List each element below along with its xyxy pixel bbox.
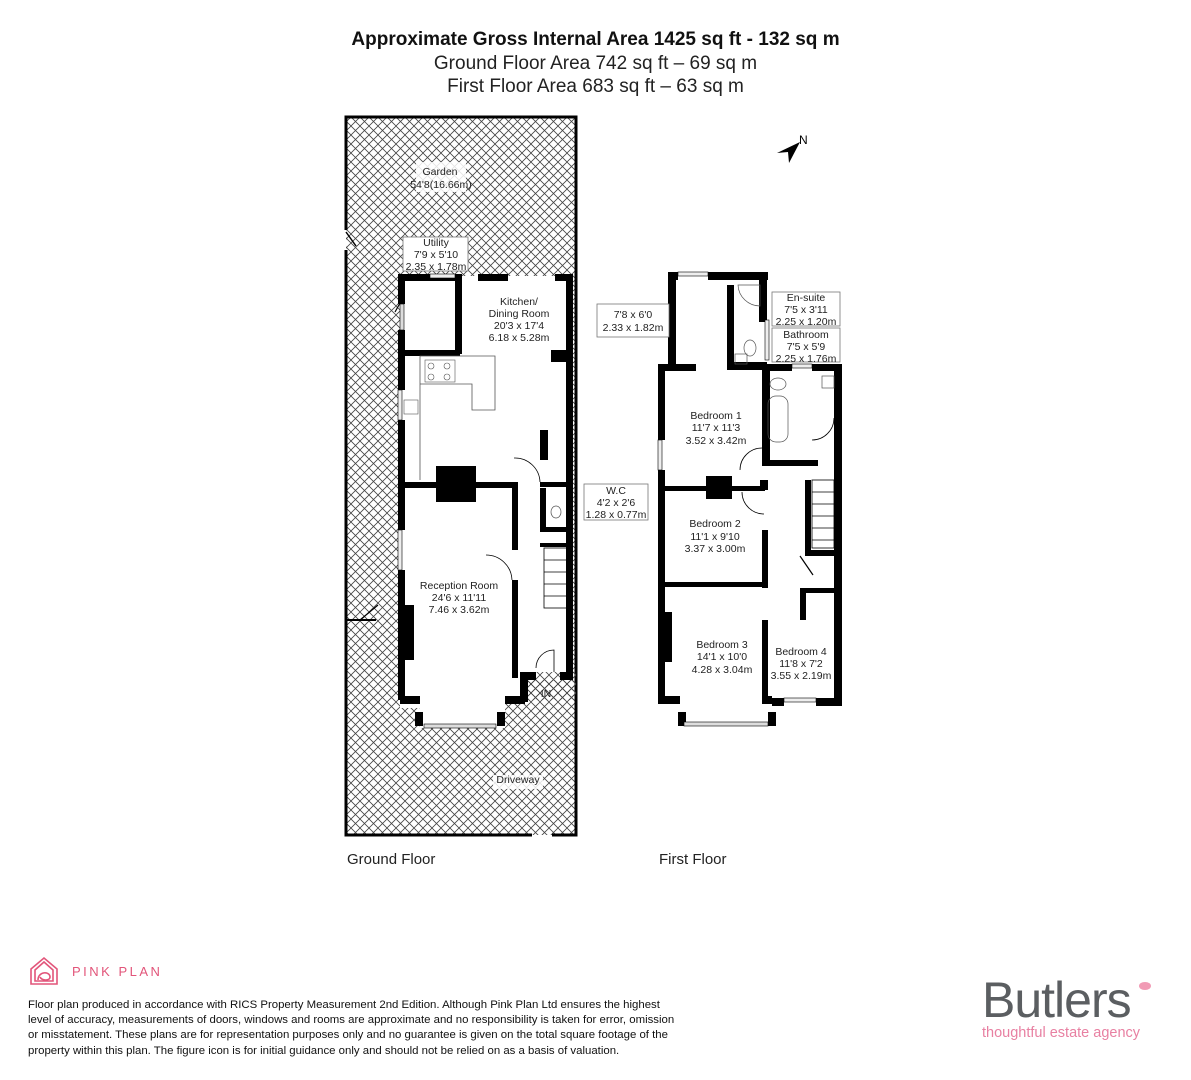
disclaimer-line: level of accuracy, measurements of doors…: [28, 1014, 675, 1027]
room-label-wc: W.C 4'2 x 2'6 1.28 x 0.77m: [586, 485, 647, 521]
butlers-logo: Butlers thoughtful estate agency: [982, 974, 1162, 1041]
svg-text:3.37 x 3.00m: 3.37 x 3.00m: [685, 543, 746, 555]
svg-text:11'8 x 7'2: 11'8 x 7'2: [779, 658, 823, 670]
room-label-bedroom-4: Bedroom 4 11'8 x 7'2 3.55 x 2.19m: [771, 646, 832, 682]
first-floor-plan: [657, 271, 842, 727]
entrance-label: IN: [541, 688, 552, 700]
pink-plan-name: PINK PLAN: [72, 963, 163, 979]
room-label-driveway: Driveway: [496, 774, 540, 786]
svg-text:2.25 x 1.20m: 2.25 x 1.20m: [776, 316, 837, 328]
svg-text:24'6 x 11'11: 24'6 x 11'11: [432, 592, 487, 604]
svg-text:Reception Room: Reception Room: [420, 580, 498, 592]
svg-text:7'9 x 5'10: 7'9 x 5'10: [414, 249, 458, 261]
ground-floor-plan: [344, 115, 578, 837]
pink-plan-brand: PINK PLAN: [28, 955, 162, 987]
svg-text:Bedroom 2: Bedroom 2: [689, 518, 741, 530]
svg-text:20'3 x 17'4: 20'3 x 17'4: [494, 320, 544, 332]
svg-text:3.52 x 3.42m: 3.52 x 3.42m: [686, 435, 747, 447]
svg-text:54'8(16.66m): 54'8(16.66m): [410, 179, 472, 191]
svg-text:Kitchen/: Kitchen/: [500, 296, 538, 308]
gross-area-title: Approximate Gross Internal Area 1425 sq …: [351, 29, 840, 50]
room-label-kitchen-dining: Kitchen/ Dining Room 20'3 x 17'4 6.18 x …: [489, 296, 550, 344]
butlers-apostrophe-dot: [1139, 982, 1151, 990]
ground-floor-area: Ground Floor Area 742 sq ft – 69 sq m: [433, 53, 758, 74]
plot-boundary: [344, 115, 578, 837]
garden-gate: [345, 231, 357, 247]
compass-north-label: N: [799, 133, 808, 147]
disclaimer-line: property within this plan. The figure ic…: [28, 1044, 620, 1057]
svg-text:7'5 x 5'9: 7'5 x 5'9: [787, 341, 826, 353]
svg-text:Bedroom 4: Bedroom 4: [775, 646, 827, 658]
svg-text:En-suite: En-suite: [787, 292, 826, 304]
svg-text:4.28 x 3.04m: 4.28 x 3.04m: [692, 664, 753, 676]
svg-text:Bathroom: Bathroom: [783, 329, 829, 341]
pink-plan-house-icon: [30, 956, 58, 985]
svg-text:3.55 x 2.19m: 3.55 x 2.19m: [771, 670, 832, 682]
ground-floor-label: Ground Floor: [347, 851, 436, 868]
butlers-tagline: thoughtful estate agency: [982, 1025, 1141, 1041]
room-label-bedroom-2: Bedroom 2 11'1 x 9'10 3.37 x 3.00m: [685, 518, 746, 555]
svg-text:6.18 x 5.28m: 6.18 x 5.28m: [489, 332, 550, 344]
svg-text:7'5 x 3'11: 7'5 x 3'11: [784, 304, 828, 316]
room-label-utility: Utility 7'9 x 5'10 2.35 x 1.78m: [406, 237, 467, 273]
room-label-landing-room: 7'8 x 6'0 2.33 x 1.82m: [603, 309, 664, 334]
area-summary-header: Approximate Gross Internal Area 1425 sq …: [0, 28, 1191, 98]
room-label-bedroom-1: Bedroom 1 11'7 x 11'3 3.52 x 3.42m: [686, 410, 747, 447]
room-label-bathroom: Bathroom 7'5 x 5'9 2.25 x 1.76m: [776, 329, 837, 365]
svg-text:7.46 x 3.62m: 7.46 x 3.62m: [429, 604, 490, 616]
disclaimer-text: Floor plan produced in accordance with R…: [28, 998, 1068, 1059]
svg-text:2.35 x 1.78m: 2.35 x 1.78m: [406, 261, 467, 273]
butlers-name: Butlers: [982, 972, 1132, 1028]
svg-text:14'1 x 10'0: 14'1 x 10'0: [697, 651, 747, 663]
disclaimer-line: or misstatement. These plans are for rep…: [28, 1029, 668, 1042]
svg-text:4'2 x 2'6: 4'2 x 2'6: [597, 497, 636, 509]
svg-text:7'8 x 6'0: 7'8 x 6'0: [614, 309, 653, 321]
svg-text:Bedroom 1: Bedroom 1: [690, 410, 742, 422]
room-label-bedroom-3: Bedroom 3 14'1 x 10'0 4.28 x 3.04m: [692, 639, 753, 676]
svg-text:Garden: Garden: [422, 166, 457, 178]
first-floor-label: First Floor: [659, 851, 727, 868]
svg-text:W.C: W.C: [606, 485, 626, 497]
svg-text:11'1 x 9'10: 11'1 x 9'10: [690, 531, 740, 543]
room-label-reception: Reception Room 24'6 x 11'11 7.46 x 3.62m: [420, 580, 498, 616]
first-floor-area: First Floor Area 683 sq ft – 63 sq m: [447, 76, 744, 97]
disclaimer-line: Floor plan produced in accordance with R…: [28, 999, 660, 1011]
svg-text:Utility: Utility: [423, 237, 449, 249]
svg-text:1.28 x 0.77m: 1.28 x 0.77m: [586, 509, 647, 521]
svg-text:2.25 x 1.76m: 2.25 x 1.76m: [776, 353, 837, 365]
butlers-wordmark: Butlers: [982, 974, 1162, 1026]
side-gate: [359, 604, 379, 621]
svg-text:Dining Room: Dining Room: [489, 308, 550, 320]
svg-text:Driveway: Driveway: [496, 774, 540, 786]
svg-text:2.33 x 1.82m: 2.33 x 1.82m: [603, 322, 664, 334]
svg-text:Bedroom 3: Bedroom 3: [696, 639, 748, 651]
svg-text:11'7 x 11'3: 11'7 x 11'3: [692, 422, 741, 434]
room-label-garden: Garden 54'8(16.66m): [410, 166, 472, 191]
room-label-en-suite: En-suite 7'5 x 3'11 2.25 x 1.20m: [776, 292, 837, 328]
north-compass-icon: N: [777, 133, 808, 163]
